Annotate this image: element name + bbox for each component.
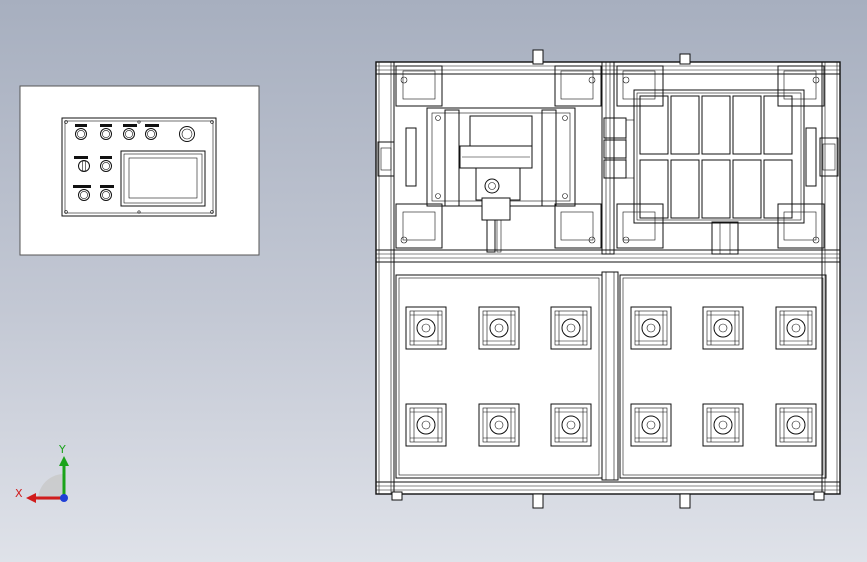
fixture-bays [395, 271, 827, 481]
fixture-9 [550, 403, 592, 447]
control-panel-sheet [19, 85, 260, 256]
x-axis-label: X [15, 487, 23, 500]
fixture-2 [478, 306, 520, 350]
fixture-4 [630, 306, 672, 350]
x-arrowhead [26, 493, 36, 503]
panel-outer-frame [61, 117, 217, 217]
panel-buttons-row1 [75, 124, 195, 142]
machine-top-view[interactable] [375, 49, 841, 509]
panel-buttons-row2 [74, 156, 112, 172]
panel-buttons-row3 [73, 185, 114, 201]
fixture-12 [775, 403, 817, 447]
lower-rails [711, 221, 739, 255]
fixture-3 [550, 306, 592, 350]
gripper-module [426, 107, 576, 253]
fixture-8 [478, 403, 520, 447]
fixture-1 [405, 306, 447, 350]
fixture-7 [405, 403, 447, 447]
y-arrowhead [59, 456, 69, 466]
panel-screws [64, 120, 214, 214]
fixture-6 [775, 306, 817, 350]
axis-triad[interactable]: Y X [15, 443, 69, 503]
triad-plane [38, 474, 64, 500]
frame-profiles [375, 61, 841, 495]
y-axis-label: Y [58, 443, 66, 456]
frame-pins [532, 49, 691, 509]
fixture-11 [702, 403, 744, 447]
hmi-screen [120, 150, 206, 207]
control-panel-view[interactable] [19, 85, 260, 256]
product-tray [633, 89, 805, 224]
fixtures [405, 306, 817, 447]
side-clamps [377, 127, 839, 187]
z-axis-dot [60, 494, 68, 502]
fixture-10 [630, 403, 672, 447]
frame-feet [391, 491, 825, 501]
emergency-stop-icon [179, 126, 195, 142]
fixture-5 [702, 306, 744, 350]
